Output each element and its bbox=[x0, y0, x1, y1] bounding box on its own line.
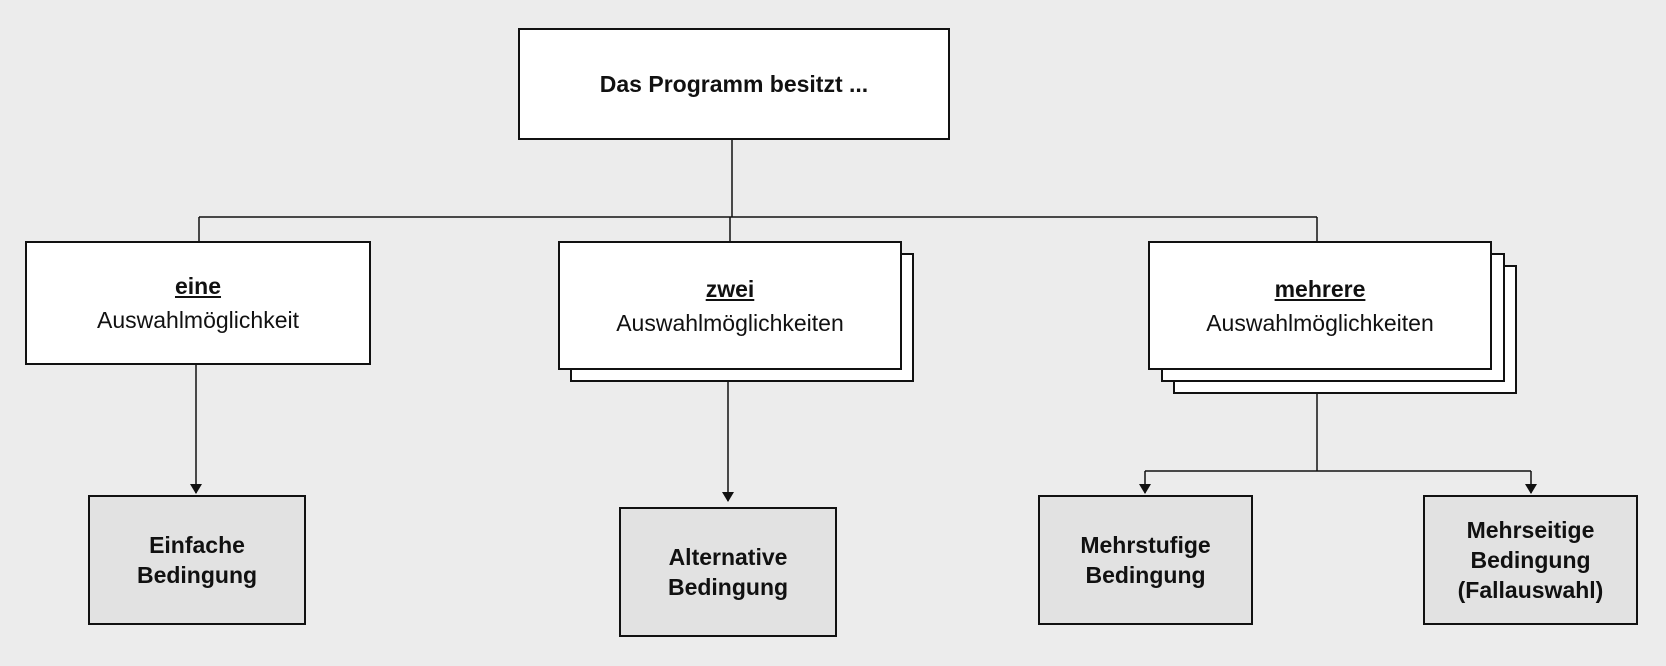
result-box-mehrstufige-bedingung: Mehrstufige Bedingung bbox=[1038, 495, 1253, 625]
result-line: Mehrstufige bbox=[1080, 532, 1211, 558]
option-description: Auswahlmöglichkeiten bbox=[1206, 309, 1434, 336]
root-label: Das Programm besitzt ... bbox=[599, 70, 869, 97]
result-line: Bedingung bbox=[1085, 562, 1206, 588]
result-line: Mehrseitige bbox=[1466, 517, 1595, 543]
option-description: Auswahlmöglichkeiten bbox=[616, 309, 844, 336]
result-line: Bedingung bbox=[667, 574, 789, 600]
result-line: Einfache bbox=[149, 532, 245, 558]
result-box-mehrseitige-bedingung: Mehrseitige Bedingung (Fallauswahl) bbox=[1423, 495, 1638, 625]
option-description: Auswahlmöglichkeit bbox=[97, 307, 299, 333]
option-quantity: zwei bbox=[705, 275, 755, 302]
option-quantity: eine bbox=[174, 273, 222, 299]
result-line: Bedingung bbox=[136, 562, 258, 588]
result-box-alternative-bedingung: Alternative Bedingung bbox=[619, 507, 837, 637]
result-box-einfache-bedingung: Einfache Bedingung bbox=[88, 495, 306, 625]
result-line: (Fallauswahl) bbox=[1457, 577, 1604, 603]
option-box-mehrere: mehrere Auswahlmöglichkeiten bbox=[1148, 241, 1492, 370]
result-line: Alternative bbox=[668, 544, 788, 570]
option-quantity: mehrere bbox=[1274, 275, 1366, 302]
option-box-eine: eine Auswahlmöglichkeit bbox=[25, 241, 371, 365]
root-box: Das Programm besitzt ... bbox=[518, 28, 950, 140]
option-box-zwei: zwei Auswahlmöglichkeiten bbox=[558, 241, 902, 370]
result-line: Bedingung bbox=[1470, 547, 1591, 573]
